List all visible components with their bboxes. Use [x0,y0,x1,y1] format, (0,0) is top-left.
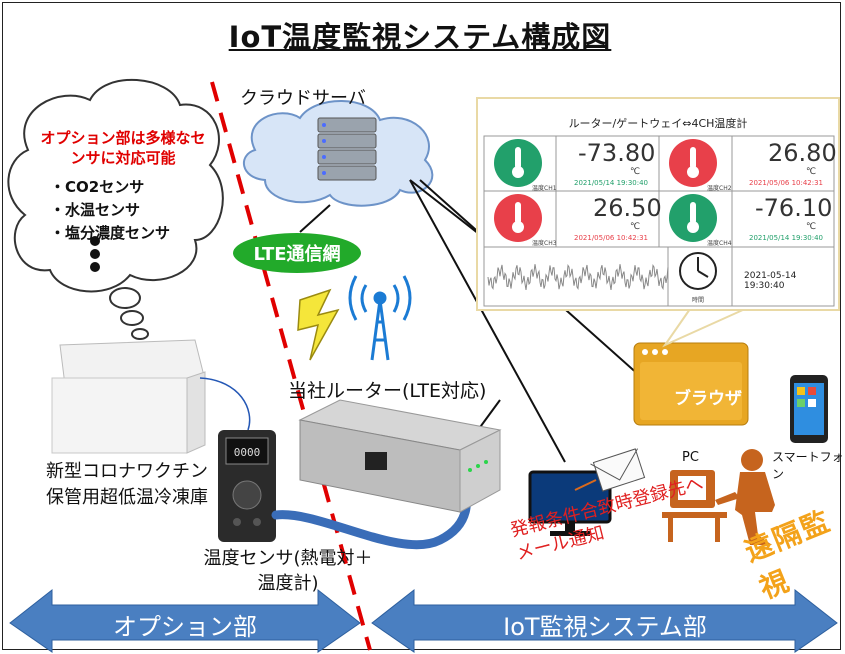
right-arrow-shape [371,588,838,653]
router-device [298,399,502,513]
svg-text:0000: 0000 [234,446,261,459]
mail-icon [574,448,646,492]
freezer-icon [51,339,206,454]
clock-label: 時間 [692,297,705,304]
ch1-date: 2021/05/14 19:30:40 [574,179,649,187]
clock-icon [679,252,717,290]
temperature-sensor-device: 0000 [218,430,276,542]
dashboard-grid [483,135,835,307]
sensor-label: 温度センサ(熱電対＋温度計) [203,548,373,594]
left-arrow-shape [9,588,361,653]
ch3-unit: ℃ [630,222,641,232]
pc-label: PC [682,450,699,465]
router-label: 当社ルーター(LTE対応) [288,380,487,402]
ch2-thermometer-icon [669,139,717,187]
ch4-date: 2021/05/14 19:30:40 [749,234,824,242]
ch1-value: -73.80 [578,139,656,167]
lte-network-badge: LTE通信網 [233,233,361,273]
dashboard-panel: ルーター/ゲートウェイ⇔4CH温度計 [476,97,840,311]
iot-system-part-label: IoT監視システム部 [503,613,707,641]
ch2-value: 26.80 [768,139,837,167]
cloud-server-label: クラウドサーバ [240,88,366,109]
ch1-name: 温度CH1 [532,185,557,192]
ch4-thermometer-icon [669,194,717,242]
ch2-name: 温度CH2 [707,185,732,192]
cloud-server-icon [242,100,434,207]
dashboard-title: ルーター/ゲートウェイ⇔4CH温度計 [568,117,748,130]
option-item-co2: ・CO2センサ [50,178,145,196]
browser-window-icon [633,342,749,426]
page-title: IoT温度監視システム構成図 [228,20,612,54]
option-part-label: オプション部 [113,613,257,641]
option-item-water-temp: ・水温センサ [50,201,141,219]
dashboard-datetime: 2021-05-14 19:30:40 [744,271,797,291]
ch4-unit: ℃ [806,222,817,232]
divider-line [210,81,372,651]
ch3-thermometer-icon [494,194,542,242]
thought-cloud [7,79,224,340]
monitor-icon [528,470,612,536]
waveform-chart [487,264,669,291]
panel-bubble-tail [662,308,746,348]
ch3-name: 温度CH3 [532,240,557,247]
antenna-icon [348,275,412,361]
ch2-date: 2021/05/06 10:42:31 [749,179,824,187]
browser-label: ブラウザ [674,389,742,409]
ch1-unit: ℃ [630,167,641,177]
lightning-icon [297,288,340,361]
freezer-label: 新型コロナワクチン保管用超低温冷凍庫 [46,461,208,508]
pc-user-icon [662,449,775,545]
sensor-cable [199,377,251,431]
option-sensor-list: ・CO2センサ ・水温センサ ・塩分濃度センサ [50,176,170,245]
ch4-value: -76.10 [755,194,833,222]
ch2-unit: ℃ [806,167,817,177]
ch3-value: 26.50 [593,194,662,222]
ch1-thermometer-icon [494,139,542,187]
ch4-name: 温度CH4 [707,240,732,247]
ch3-date: 2021/05/06 10:42:31 [574,234,649,242]
smartphone-label: スマートフォン [772,450,844,481]
option-heading: オプション部は多様なセンサに対応可能 [40,129,206,167]
more-dots [90,236,100,272]
smartphone-icon [790,375,828,443]
option-item-salinity: ・塩分濃度センサ [50,224,171,242]
